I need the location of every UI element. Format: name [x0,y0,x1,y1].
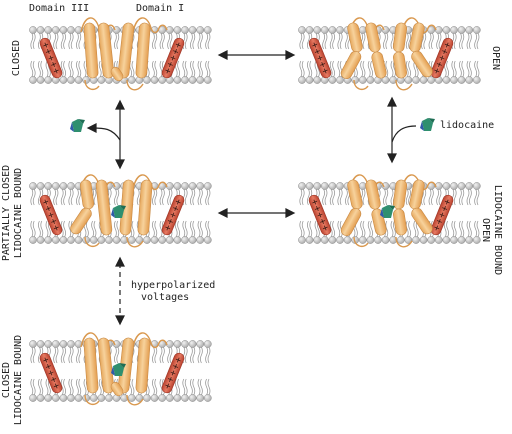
closed-state-label: CLOSED [11,40,22,76]
open-bound-label: OPEN [480,218,491,242]
channel-closed-bound [39,332,185,406]
lidocaine-molecule-released [70,119,85,132]
membrane-open-bound [298,182,481,244]
lidocaine-label: lidocaine [440,120,494,131]
hyperpolarized-label: hyperpolarized [131,280,215,291]
arrow-closed-partial [86,99,125,170]
arrow-closed-open [217,50,296,60]
channel-open [308,17,454,91]
open-state-label: OPEN [490,46,501,70]
arrow-hyperpolarized [115,256,125,326]
channel-partially-closed-bound [39,174,185,248]
arrow-open-openbound [387,96,417,164]
arrows [86,50,417,326]
open-bound-lidocaine-label: LIDOCAINE BOUND [492,185,503,275]
voltages-label: voltages [141,292,189,303]
channel-closed [39,17,185,91]
closed-bound-label: CLOSED [1,362,12,398]
lidocaine-molecule-free [420,118,435,131]
channel-open-bound [308,174,454,248]
closed-bound-lidocaine-label: LIDOCAINE BOUND [13,335,24,425]
domain-i-label: Domain I [136,3,184,14]
partially-closed-label: PARTIALLY CLOSED [1,165,12,261]
domain-iii-label: Domain III [29,3,89,14]
arrow-partial-openbound [217,208,296,218]
partially-closed-bound-label: LIDOCAINE BOUND [13,168,24,258]
